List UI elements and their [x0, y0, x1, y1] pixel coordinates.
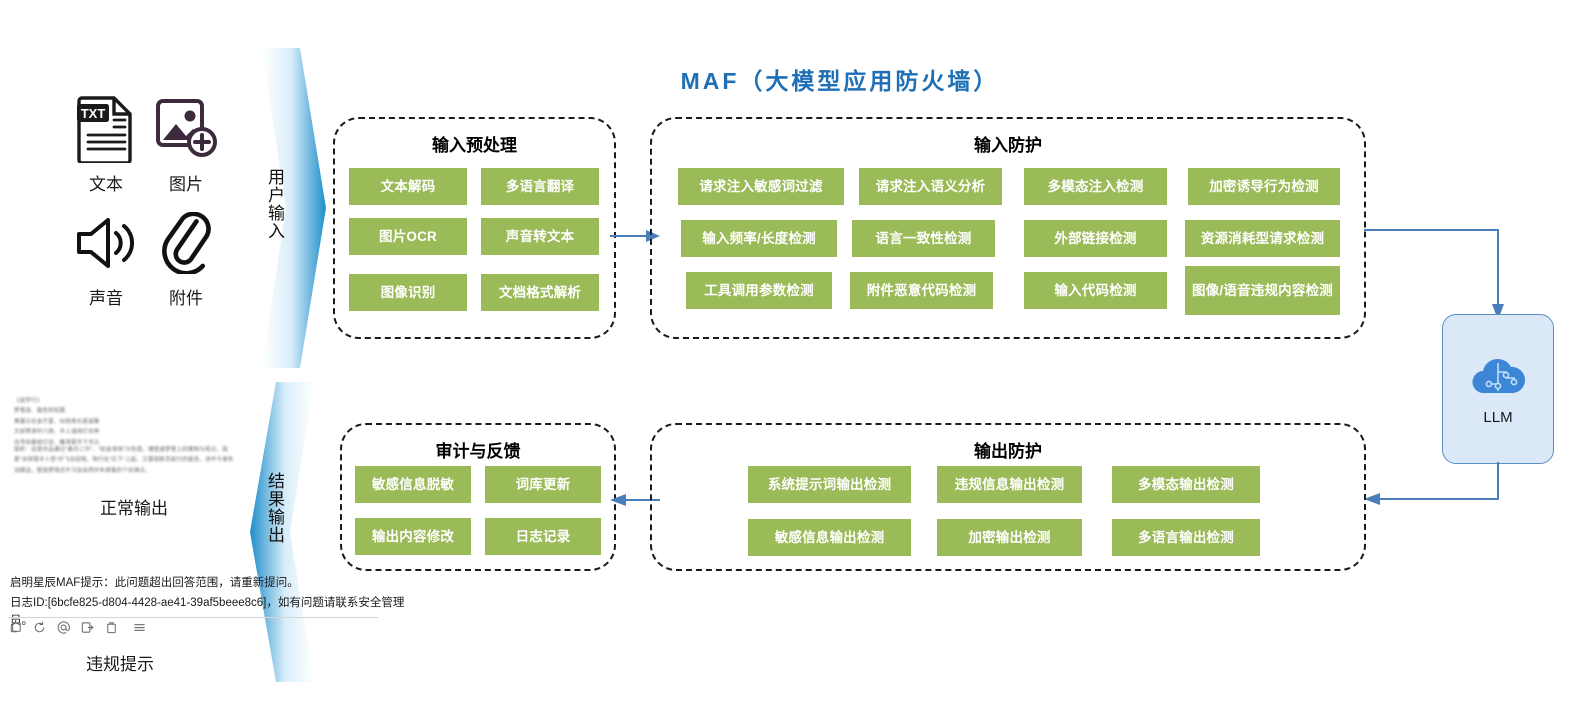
chip-log-record[interactable]: 日志记录: [485, 518, 601, 555]
page-title: MAF（大模型应用防火墙）: [680, 68, 1000, 94]
chip-violation-info-output-detect[interactable]: 违规信息输出检测: [937, 466, 1082, 503]
chip-image-ocr[interactable]: 图片OCR: [349, 218, 467, 255]
llm-box[interactable]: LLM: [1442, 314, 1554, 464]
chip-language-consistency-detect[interactable]: 语言一致性检测: [852, 220, 995, 257]
chip-multimodal-inject-detect[interactable]: 多模态注入检测: [1024, 168, 1167, 205]
panel-input-protection: 输入防护: [650, 117, 1366, 339]
panel-audit-feedback: 审计与反馈: [340, 423, 616, 571]
connector-output-to-audit: [610, 494, 660, 506]
system-warning-message: 启明星辰MAF提示：此问题超出回答范围，请重新提问。: [10, 577, 299, 589]
connector-input-to-llm: [1364, 229, 1504, 320]
panel-title: 输入预处理: [432, 136, 517, 155]
copy-icon[interactable]: [8, 620, 23, 635]
text-file-icon: TXT: [62, 92, 150, 166]
input-source-attachment: 附件: [142, 206, 230, 309]
llm-label: LLM: [1483, 408, 1513, 426]
user-input-arrow: [262, 48, 326, 368]
chip-resource-heavy-request-detect[interactable]: 资源消耗型请求检测: [1185, 220, 1340, 257]
input-source-label: 声音: [89, 289, 123, 308]
panel-title: 审计与反馈: [435, 442, 521, 461]
svg-text:TXT: TXT: [81, 106, 106, 121]
connector-preprocess-to-input-protection: [610, 230, 660, 242]
user-input-arrow-label: 用户输入: [265, 168, 284, 240]
chip-tool-param-detect[interactable]: 工具调用参数检测: [686, 272, 832, 309]
chip-encrypted-output-detect[interactable]: 加密输出检测: [937, 519, 1082, 556]
chip-audio-to-text[interactable]: 声音转文本: [481, 218, 599, 255]
input-source-label: 附件: [169, 289, 203, 308]
result-output-arrow-label: 结果输出: [265, 472, 284, 544]
chip-text-decode[interactable]: 文本解码: [349, 168, 467, 205]
input-source-image: 图片: [142, 92, 230, 195]
panel-output-protection: 输出防护: [650, 423, 1366, 571]
chip-input-rate-length-detect[interactable]: 输入频率/长度检测: [681, 220, 837, 257]
violation-output-label: 违规提示: [86, 655, 154, 674]
cloud-circuit-icon: [1472, 358, 1526, 393]
analysis-placeholder-text: 简析：这首作品通过"素月三华"、"轻金滞用"冷色感，铺垫递梦里上的寒辉与视点，规…: [14, 447, 234, 474]
chip-inject-semantic-analysis[interactable]: 请求注入语义分析: [859, 168, 1002, 205]
chip-image-audio-violation-detect[interactable]: 图像/语音违规内容检测: [1185, 266, 1340, 315]
input-source-audio: 声音: [62, 206, 150, 309]
normal-output-label: 正常输出: [100, 499, 168, 518]
refresh-icon[interactable]: [32, 620, 47, 635]
input-source-label: 图片: [169, 175, 203, 194]
chip-output-content-modify[interactable]: 输出内容修改: [355, 518, 471, 555]
chip-lexicon-update[interactable]: 词库更新: [485, 466, 601, 503]
paperclip-icon: [142, 206, 230, 280]
chip-attachment-malcode-detect[interactable]: 附件恶意代码检测: [850, 272, 993, 309]
chip-input-code-detect[interactable]: 输入代码检测: [1024, 272, 1167, 309]
panel-title: 输入防护: [974, 136, 1042, 155]
chip-sensitive-info-output-detect[interactable]: 敏感信息输出检测: [748, 519, 911, 556]
poem-placeholder-text: 《送学行》 梦里送、霜色的短篇 寒露沁化金芒星、似枝绝长君波雅 方前等承村六雨、…: [14, 398, 100, 446]
at-icon[interactable]: [56, 620, 71, 635]
panel-input-preprocess: 输入预处理: [333, 117, 616, 339]
chip-doc-format-parse[interactable]: 文档格式解析: [481, 274, 599, 311]
menu-icon[interactable]: [132, 620, 147, 635]
chip-sensitive-info-masking[interactable]: 敏感信息脱敏: [355, 466, 471, 503]
delete-icon[interactable]: [104, 620, 119, 635]
chip-external-link-detect[interactable]: 外部链接检测: [1024, 220, 1167, 257]
chip-system-prompt-output-detect[interactable]: 系统提示词输出检测: [748, 466, 911, 503]
export-icon[interactable]: [80, 620, 95, 635]
panel-title: 输出防护: [974, 442, 1042, 461]
chip-inject-sensitive-filter[interactable]: 请求注入敏感词过滤: [678, 168, 844, 205]
chip-multilang-output-detect[interactable]: 多语言输出检测: [1112, 519, 1260, 556]
chip-multimodal-output-detect[interactable]: 多模态输出检测: [1112, 466, 1260, 503]
chip-image-recognition[interactable]: 图像识别: [349, 274, 467, 311]
input-source-label: 文本: [89, 175, 123, 194]
input-source-text: TXT 文本: [62, 92, 150, 195]
chip-encrypted-induce-detect[interactable]: 加密诱导行为检测: [1188, 168, 1340, 205]
image-add-icon: [142, 92, 230, 166]
speaker-icon: [62, 206, 150, 280]
connector-llm-to-output: [1364, 462, 1499, 505]
result-output-arrow: [250, 382, 314, 682]
divider: [8, 617, 378, 618]
chip-multilang-translate[interactable]: 多语言翻译: [481, 168, 599, 205]
